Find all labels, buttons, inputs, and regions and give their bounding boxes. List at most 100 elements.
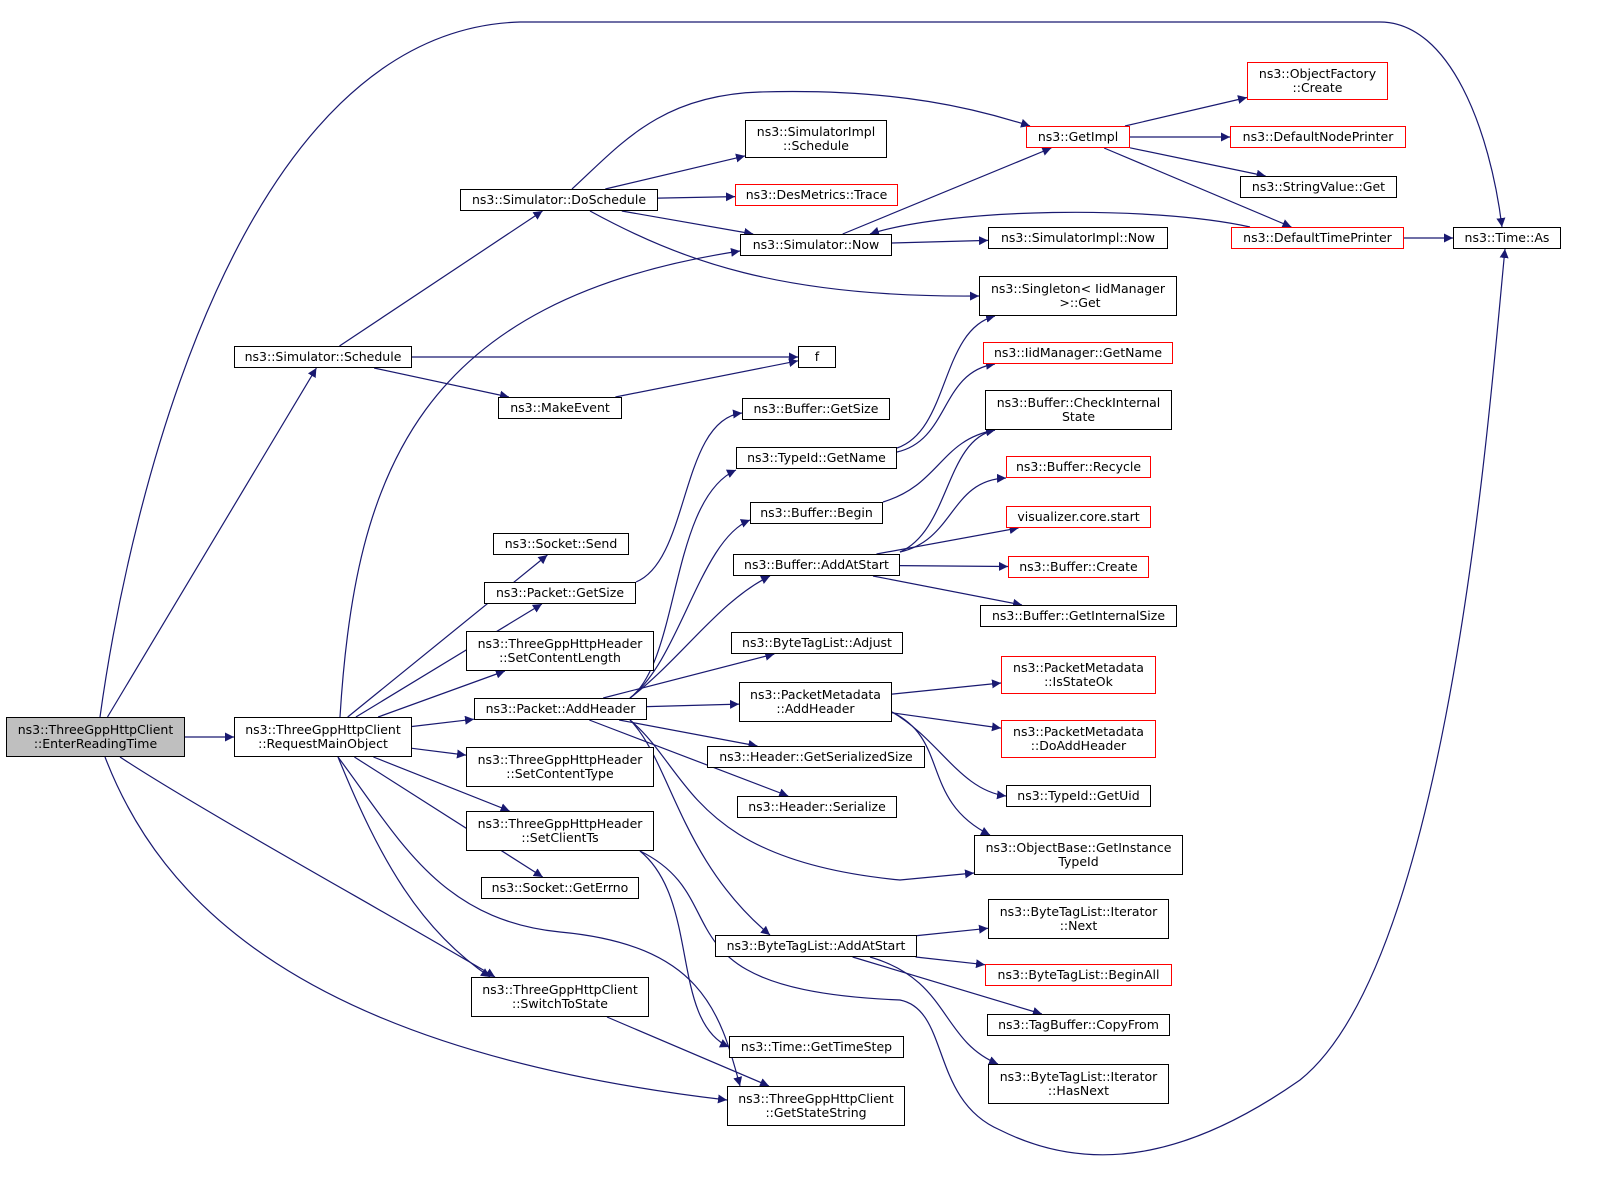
node-socket-send[interactable]: ns3::Socket::Send — [493, 533, 629, 555]
edge-defTimePrinter-to-simNow — [869, 211, 1251, 236]
edge-root-to-switchToState — [119, 756, 496, 978]
edge-requestMain-to-switchToState — [337, 756, 491, 978]
node-byte-tag-list-adjust[interactable]: ns3::ByteTagList::Adjust — [731, 632, 903, 654]
node-switch-to-state[interactable]: ns3::ThreeGppHttpClient ::SwitchToState — [471, 977, 649, 1017]
edge-root-to-simSchedule — [106, 367, 317, 718]
node-socket-get-errno[interactable]: ns3::Socket::GetErrno — [481, 877, 639, 899]
node-iid-manager-get-name[interactable]: ns3::IidManager::GetName — [983, 342, 1173, 364]
node-get-impl[interactable]: ns3::GetImpl — [1026, 126, 1130, 148]
edge-simSchedule-to-doSchedule — [339, 210, 543, 347]
node-singleton-iid-manager-get[interactable]: ns3::Singleton< IidManager >::Get — [979, 276, 1177, 316]
edge-simSchedule-to-makeEvent — [373, 367, 510, 400]
edge-packetAddHeader-to-pmAddHeader — [646, 699, 740, 709]
edge-requestMain-to-setContentLength — [377, 669, 506, 718]
edge-packetAddHeader-to-headerGetSerSize — [618, 719, 758, 749]
edge-bufferAddAtStart-to-bufferGetInternalSize — [872, 575, 1023, 608]
node-simulator-do-schedule[interactable]: ns3::Simulator::DoSchedule — [460, 189, 658, 211]
edge-getImpl-to-stringValueGet — [1129, 147, 1266, 179]
edge-requestMain-to-getStateString — [337, 756, 743, 1087]
node-simulator-schedule[interactable]: ns3::Simulator::Schedule — [234, 346, 412, 368]
edge-packetAddHeader-to-typeIdGetName — [629, 469, 737, 699]
edge-simNow-to-getImpl — [842, 147, 1052, 235]
edge-pmAddHeader-to-objBaseGetInstTypeId — [891, 711, 991, 836]
node-get-state-string[interactable]: ns3::ThreeGppHttpClient ::GetStateString — [727, 1086, 905, 1126]
edge-requestMain-to-packetAddHeader — [411, 715, 475, 728]
node-default-time-printer[interactable]: ns3::DefaultTimePrinter — [1231, 227, 1404, 249]
node-header-serialize[interactable]: ns3::Header::Serialize — [737, 796, 897, 818]
node-visualizer-core-start[interactable]: visualizer.core.start — [1006, 506, 1151, 528]
node-buffer-get-size[interactable]: ns3::Buffer::GetSize — [742, 398, 890, 420]
node-byte-tag-list-iterator-has-next[interactable]: ns3::ByteTagList::Iterator ::HasNext — [988, 1064, 1169, 1104]
edge-bufferAddAtStart-to-bufferCheckInternal — [899, 427, 996, 553]
edge-setClientTs-to-timeAs — [639, 248, 1509, 1156]
edge-doSchedule-to-getImpl — [571, 90, 1031, 190]
node-simulator-impl-now[interactable]: ns3::SimulatorImpl::Now — [988, 227, 1168, 249]
node-buffer-add-at-start[interactable]: ns3::Buffer::AddAtStart — [733, 554, 900, 576]
edge-btlAddAtStart-to-btlIterNext — [916, 924, 989, 937]
node-buffer-get-internal-size[interactable]: ns3::Buffer::GetInternalSize — [980, 605, 1177, 627]
edge-typeIdGetName-to-iidGetName — [896, 360, 996, 453]
edge-packetGetSize-to-bufferGetSize — [635, 409, 743, 583]
node-f[interactable]: f — [798, 346, 836, 368]
edge-packetAddHeader-to-btlAdjust — [603, 651, 775, 699]
node-simulator-now[interactable]: ns3::Simulator::Now — [740, 234, 892, 256]
node-set-client-ts[interactable]: ns3::ThreeGppHttpHeader ::SetClientTs — [466, 811, 654, 851]
edge-requestMain-to-setClientTs — [373, 756, 510, 812]
node-header-get-serialized-size[interactable]: ns3::Header::GetSerializedSize — [707, 746, 925, 768]
node-packet-add-header[interactable]: ns3::Packet::AddHeader — [474, 698, 647, 720]
edge-getImpl-to-objFactoryCreate — [1124, 95, 1248, 127]
node-buffer-begin[interactable]: ns3::Buffer::Begin — [750, 502, 883, 524]
edge-requestMain-to-packetGetSize — [355, 603, 543, 718]
node-simulator-impl-schedule[interactable]: ns3::SimulatorImpl ::Schedule — [745, 120, 887, 158]
node-string-value-get[interactable]: ns3::StringValue::Get — [1240, 176, 1397, 198]
edge-bufferAddAtStart-to-bufferRecycle — [899, 473, 1007, 553]
edge-simNow-to-simImplNow — [891, 236, 989, 246]
edge-bufferAddAtStart-to-vizCoreStart — [876, 525, 1019, 555]
node-type-id-get-name[interactable]: ns3::TypeId::GetName — [736, 447, 897, 469]
node-time-as[interactable]: ns3::Time::As — [1453, 227, 1561, 249]
node-byte-tag-list-begin-all[interactable]: ns3::ByteTagList::BeginAll — [985, 964, 1172, 986]
edge-doSchedule-to-singletonGet — [589, 210, 980, 301]
edge-btlAddAtStart-to-btlIterHasNext — [869, 956, 999, 1065]
edge-setClientTs-to-timeGetTimeStep — [639, 850, 730, 1048]
node-object-base-get-instance-type-id[interactable]: ns3::ObjectBase::GetInstance TypeId — [974, 835, 1183, 875]
edge-layer — [99, 21, 1509, 1156]
node-packet-metadata-add-header[interactable]: ns3::PacketMetadata ::AddHeader — [739, 682, 892, 722]
edge-getImpl-to-defTimePrinter — [1103, 147, 1292, 228]
node-byte-tag-list-iterator-next[interactable]: ns3::ByteTagList::Iterator ::Next — [988, 899, 1169, 939]
node-tag-buffer-copy-from[interactable]: ns3::TagBuffer::CopyFrom — [987, 1014, 1170, 1036]
node-default-node-printer[interactable]: ns3::DefaultNodePrinter — [1230, 126, 1406, 148]
edge-switchToState-to-getStateString — [606, 1016, 770, 1087]
node-byte-tag-list-add-at-start[interactable]: ns3::ByteTagList::AddAtStart — [715, 935, 917, 957]
edge-packetAddHeader-to-bufferBegin — [629, 519, 751, 699]
edge-requestMain-to-setContentType — [411, 747, 467, 759]
node-request-main-object[interactable]: ns3::ThreeGppHttpClient ::RequestMainObj… — [234, 717, 412, 757]
edge-packetAddHeader-to-bufferAddAtStart — [629, 575, 771, 699]
node-object-factory-create[interactable]: ns3::ObjectFactory ::Create — [1247, 62, 1388, 100]
node-buffer-recycle[interactable]: ns3::Buffer::Recycle — [1006, 456, 1151, 478]
node-make-event[interactable]: ns3::MakeEvent — [498, 397, 622, 419]
node-buffer-check-internal-state[interactable]: ns3::Buffer::CheckInternal State — [985, 390, 1172, 430]
edge-pmAddHeader-to-pmIsStateOk — [891, 679, 1002, 695]
node-des-metrics-trace[interactable]: ns3::DesMetrics::Trace — [735, 184, 898, 206]
edge-btlAddAtStart-to-btlBeginAll — [915, 956, 986, 969]
edge-doSchedule-to-desTrace — [657, 192, 736, 202]
node-packet-get-size[interactable]: ns3::Packet::GetSize — [484, 582, 636, 604]
edge-doSchedule-to-simNow — [621, 210, 754, 237]
edge-packetAddHeader-to-btlAddAtStart — [629, 719, 771, 936]
edge-doSchedule-to-simImplSchedule — [605, 153, 746, 190]
edge-bufferAddAtStart-to-bufferCreate — [899, 561, 1009, 571]
node-set-content-type[interactable]: ns3::ThreeGppHttpHeader ::SetContentType — [466, 747, 654, 787]
node-set-content-length[interactable]: ns3::ThreeGppHttpHeader ::SetContentLeng… — [466, 631, 654, 671]
edge-packetAddHeader-to-headerSerialize — [589, 719, 789, 797]
node-packet-metadata-is-state-ok[interactable]: ns3::PacketMetadata ::IsStateOk — [1001, 656, 1156, 694]
edge-root-to-timeAs — [99, 21, 1506, 718]
edge-requestMain-to-simNow — [339, 247, 741, 718]
edge-pmAddHeader-to-pmDoAddHeader — [891, 712, 1002, 732]
node-type-id-get-uid[interactable]: ns3::TypeId::GetUid — [1006, 785, 1151, 807]
edge-packetAddHeader-to-objBaseGetInstTypeId — [629, 719, 975, 881]
node-time-get-time-step[interactable]: ns3::Time::GetTimeStep — [729, 1036, 904, 1058]
node-buffer-create[interactable]: ns3::Buffer::Create — [1008, 556, 1149, 578]
node-packet-metadata-do-add-header[interactable]: ns3::PacketMetadata ::DoAddHeader — [1001, 720, 1156, 758]
